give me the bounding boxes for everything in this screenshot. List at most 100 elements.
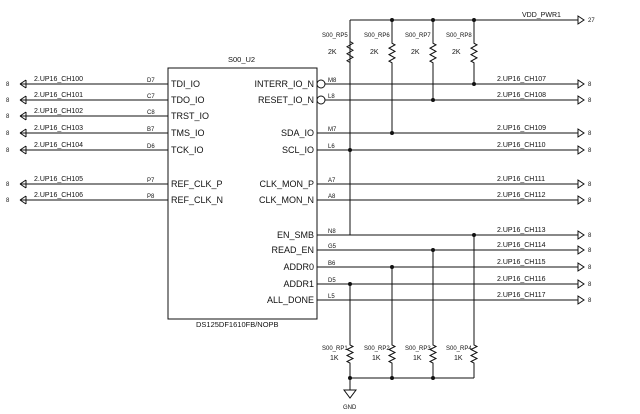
pin-number: P8 [147, 194, 155, 200]
resistor-refdes: S00_RP7 [405, 33, 431, 39]
net-label: 2.UP16_CH100 [34, 76, 83, 83]
pin-number: A7 [328, 178, 336, 184]
resistor-refdes: S00_RP6 [364, 33, 390, 39]
offpage-ref: 8 [588, 265, 592, 271]
junction-dot [348, 148, 352, 152]
net-label: 2.UP16_CH114 [497, 242, 546, 249]
junction-dot [390, 265, 394, 269]
offpage-ref: 8 [588, 131, 592, 137]
offpage-connector-icon [577, 262, 585, 272]
offpage-ref: 8 [588, 148, 592, 154]
right-pin-scl_io: 8 2.UP16_CH110 L6 SCL_IO [282, 142, 592, 155]
pin-number: G5 [328, 244, 337, 250]
offpage-ref: 8 [6, 114, 10, 120]
net-label: 2.UP16_CH107 [497, 76, 546, 83]
pin-name: CLK_MON_N [259, 195, 314, 205]
offpage-ref: 8 [588, 233, 592, 239]
net-label: 2.UP16_CH109 [497, 125, 546, 132]
pin-name: REF_CLK_N [171, 195, 223, 205]
pin-number: A8 [328, 194, 336, 200]
offpage-connector-icon [577, 79, 585, 89]
resistor-value: 1K [454, 355, 463, 362]
resistor-value: 2K [370, 49, 379, 56]
pin-name: SCL_IO [282, 145, 314, 155]
net-label: 2.UP16_CH116 [497, 276, 546, 283]
resistor-value: 2K [328, 49, 337, 56]
offpage-connector-icon [19, 111, 27, 121]
pin-name: READ_EN [271, 245, 314, 255]
pin-number: L8 [328, 94, 335, 100]
pin-number: C7 [147, 94, 155, 100]
left-pin-trst_io: 8 2.UP16_CH102 C8 TRST_IO [6, 108, 209, 121]
resistor-refdes: S00_RP8 [446, 33, 472, 39]
ic-body [167, 67, 318, 320]
inversion-bubble [316, 95, 326, 105]
pin-name: INTERR_IO_N [254, 79, 314, 89]
inversion-bubble [316, 79, 326, 89]
svg-text:27: 27 [588, 18, 595, 24]
offpage-connector-icon [19, 128, 27, 138]
offpage-connector-icon [19, 79, 27, 89]
net-label: 2.UP16_CH102 [34, 108, 83, 115]
junction-dot [472, 233, 476, 237]
net-label: 2.UP16_CH108 [497, 92, 546, 99]
pullup-resistor-4: S00_RP8 2K [446, 33, 479, 86]
offpage-ref: 8 [588, 98, 592, 104]
resistor-refdes: S00_RP4 [446, 346, 472, 352]
right-pin-read_en: 8 2.UP16_CH114 G5 READ_EN [271, 242, 592, 255]
pin-number: M8 [328, 78, 337, 84]
pin-name: ALL_DONE [267, 295, 314, 305]
resistor-value: 1K [330, 355, 339, 362]
offpage-ref: 8 [588, 198, 592, 204]
net-label: 2.UP16_CH115 [497, 259, 546, 266]
resistor-refdes: S00_RP3 [405, 346, 431, 352]
net-label: 2.UP16_CH103 [34, 125, 83, 132]
junction-dot [431, 376, 435, 380]
junction-dot [390, 376, 394, 380]
resistor-value: 2K [452, 49, 461, 56]
offpage-connector-icon [577, 295, 585, 305]
ic-part-number: DS125DF1610FB/NOPB [196, 320, 279, 329]
offpage-ref: 8 [588, 282, 592, 288]
pin-name: TDO_IO [171, 95, 205, 105]
offpage-ref: 8 [6, 182, 10, 188]
offpage-connector-icon [577, 195, 585, 205]
net-label: 2.UP16_CH104 [34, 142, 83, 149]
offpage-connector-icon [19, 95, 27, 105]
junction-dot [348, 282, 352, 286]
offpage-connector-icon [577, 245, 585, 255]
junction-dot [472, 18, 476, 22]
net-label: 2.UP16_CH105 [34, 176, 83, 183]
junction-dot [390, 18, 394, 22]
net-label: 2.UP16_CH113 [497, 227, 546, 234]
resistor-value: 1K [413, 355, 422, 362]
pin-number: L6 [328, 144, 335, 150]
offpage-ref: 8 [588, 298, 592, 304]
junction-dot [390, 131, 394, 135]
offpage-ref: 8 [588, 248, 592, 254]
net-label: 2.UP16_CH117 [497, 292, 546, 299]
offpage-connector-icon [19, 195, 27, 205]
offpage-connector-icon [577, 179, 585, 189]
pin-number: C8 [147, 110, 155, 116]
pin-name: ADDR1 [283, 279, 314, 289]
resistor-refdes: S00_RP1 [322, 346, 348, 352]
net-label: 2.UP16_CH110 [497, 142, 546, 149]
pin-name: TRST_IO [171, 111, 209, 121]
pin-name: SDA_IO [281, 128, 314, 138]
